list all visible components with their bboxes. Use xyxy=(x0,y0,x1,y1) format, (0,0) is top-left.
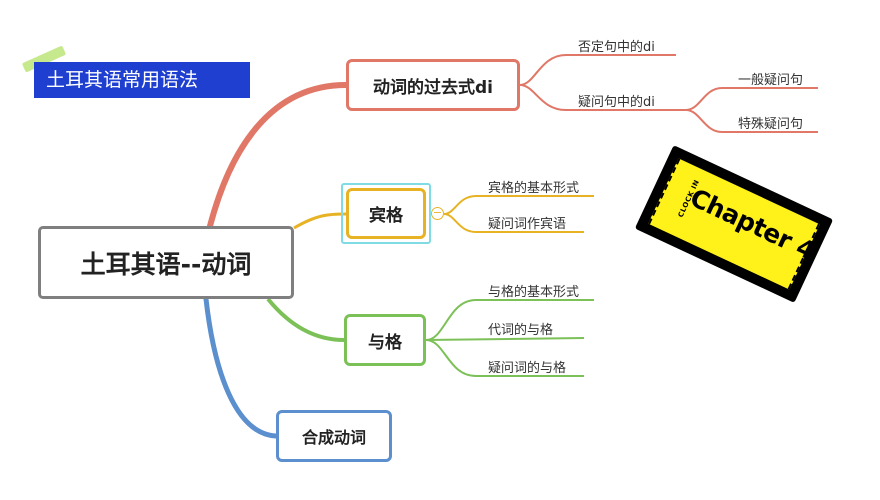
connector-special-q xyxy=(685,109,818,133)
connector-compound xyxy=(203,296,279,439)
branch-node-accusative[interactable]: 宾格 xyxy=(346,188,426,239)
leaf-dat-basic-form[interactable]: 与格的基本形式 xyxy=(488,285,580,300)
connector-dative xyxy=(266,297,345,342)
branch-node-dative[interactable]: 与格 xyxy=(344,314,426,366)
connector-past xyxy=(207,82,349,229)
root-node[interactable]: 土耳其语--动词 xyxy=(38,226,294,299)
branch-node-past-tense[interactable]: 动词的过去式di xyxy=(346,59,520,111)
leaf-question[interactable]: 疑问句中的di xyxy=(578,95,655,110)
title-banner: 土耳其语常用语法 xyxy=(34,62,250,98)
connector-neg-question xyxy=(519,54,676,86)
connector-pronoun-dat xyxy=(425,337,585,341)
connector-accusative xyxy=(293,212,347,230)
branch-node-compound-verb[interactable]: 合成动词 xyxy=(276,410,392,462)
connector-acc-form xyxy=(443,195,594,215)
collapse-toggle[interactable]: − xyxy=(431,206,444,220)
connector-dat-form xyxy=(425,299,594,341)
connector-acc-question xyxy=(443,213,584,233)
selection-frame xyxy=(341,183,431,244)
leaf-acc-basic-form[interactable]: 宾格的基本形式 xyxy=(488,181,580,196)
leaf-acc-question-word[interactable]: 疑问词作宾语 xyxy=(488,217,567,232)
leaf-special-question[interactable]: 特殊疑问句 xyxy=(738,117,804,132)
connector-question xyxy=(519,84,686,111)
leaf-neg-question[interactable]: 否定句中的di xyxy=(578,40,655,55)
leaf-question-dative[interactable]: 疑问词的与格 xyxy=(488,361,567,376)
connector-question-dat xyxy=(425,339,584,377)
leaf-general-question[interactable]: 一般疑问句 xyxy=(738,73,804,88)
connector-general-q xyxy=(685,87,818,111)
leaf-pronoun-dative[interactable]: 代词的与格 xyxy=(488,323,554,338)
